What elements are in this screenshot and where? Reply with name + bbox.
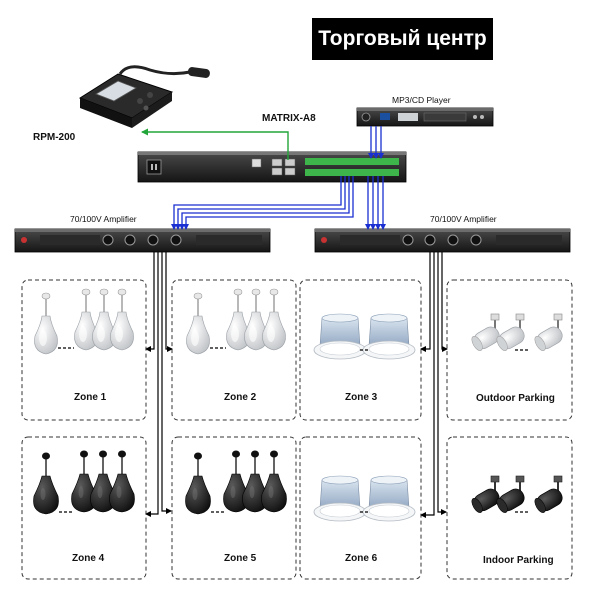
zone-5-box [171, 436, 297, 580]
amp-right-label: 70/100V Amplifier [430, 214, 497, 224]
projector-speaker-black-icon [468, 475, 567, 516]
outdoor-parking-box [446, 279, 573, 421]
audio-output-lines-left [171, 176, 354, 230]
matrix-a8-unit-icon [137, 151, 407, 183]
audio-input-lines [368, 126, 384, 159]
control-line [141, 128, 289, 160]
paging-microphone-icon [78, 65, 210, 128]
zone-6-box [299, 436, 422, 580]
player-label: MP3/CD Player [392, 95, 451, 105]
amp-left-label: 70/100V Amplifier [70, 214, 137, 224]
page-title: Торговый центр [312, 18, 493, 60]
zone-label: Zone 6 [345, 553, 378, 564]
amplifier-left-icon [14, 228, 271, 253]
matrix-label: MATRIX-A8 [262, 113, 316, 124]
zone-label: Zone 1 [74, 392, 107, 403]
amplifier-right-icon [314, 228, 571, 253]
zone-label: Zone 3 [345, 392, 378, 403]
zone-label: Indoor Parking [483, 555, 554, 566]
speaker-lines-right [420, 252, 448, 518]
projector-speaker-white-icon [468, 313, 567, 354]
audio-output-lines-right [365, 176, 386, 230]
indoor-parking-box [446, 436, 573, 580]
zone-2-box [171, 279, 297, 421]
zone-4-box [21, 436, 147, 580]
zone-3-box [299, 279, 422, 421]
ceiling-speaker-icon [313, 475, 416, 522]
pendant-speaker-black-icon [32, 449, 136, 515]
zone-1-box [21, 279, 147, 421]
ceiling-speaker-icon [313, 313, 416, 360]
mp3-cd-player-icon [356, 107, 494, 127]
pendant-speaker-white-icon [185, 288, 287, 355]
zone-label: Zone 4 [72, 553, 105, 564]
pendant-speaker-white-icon [33, 288, 135, 355]
zone-label: Zone 2 [224, 392, 257, 403]
pendant-speaker-black-icon [184, 449, 288, 515]
speaker-lines-left [145, 252, 173, 517]
mic-label: RPM-200 [33, 132, 76, 143]
zone-label: Zone 5 [224, 553, 257, 564]
zone-label: Outdoor Parking [476, 393, 555, 404]
